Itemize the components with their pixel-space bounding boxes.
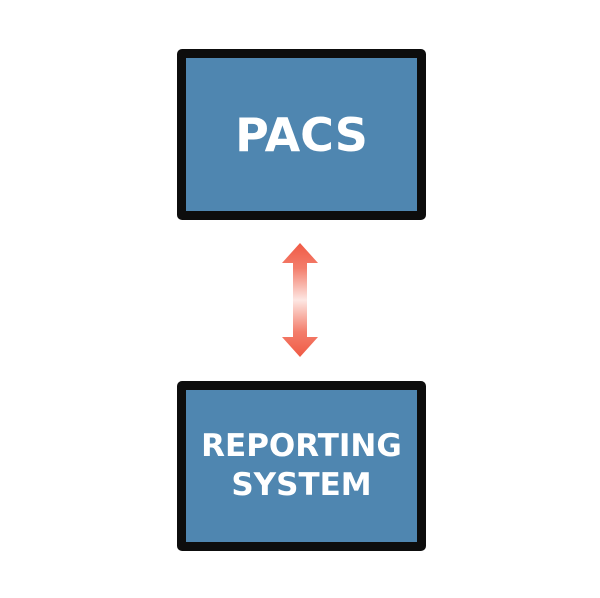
reporting-label-line1: REPORTING bbox=[201, 428, 402, 464]
bidirectional-arrow-icon bbox=[282, 243, 318, 357]
pacs-box: PACS bbox=[177, 49, 426, 220]
pacs-label: PACS bbox=[235, 107, 368, 162]
arrow-shape bbox=[282, 243, 318, 357]
reporting-label-line2: SYSTEM bbox=[231, 467, 372, 503]
reporting-system-label: REPORTING SYSTEM bbox=[201, 427, 402, 505]
reporting-system-box: REPORTING SYSTEM bbox=[177, 381, 426, 551]
